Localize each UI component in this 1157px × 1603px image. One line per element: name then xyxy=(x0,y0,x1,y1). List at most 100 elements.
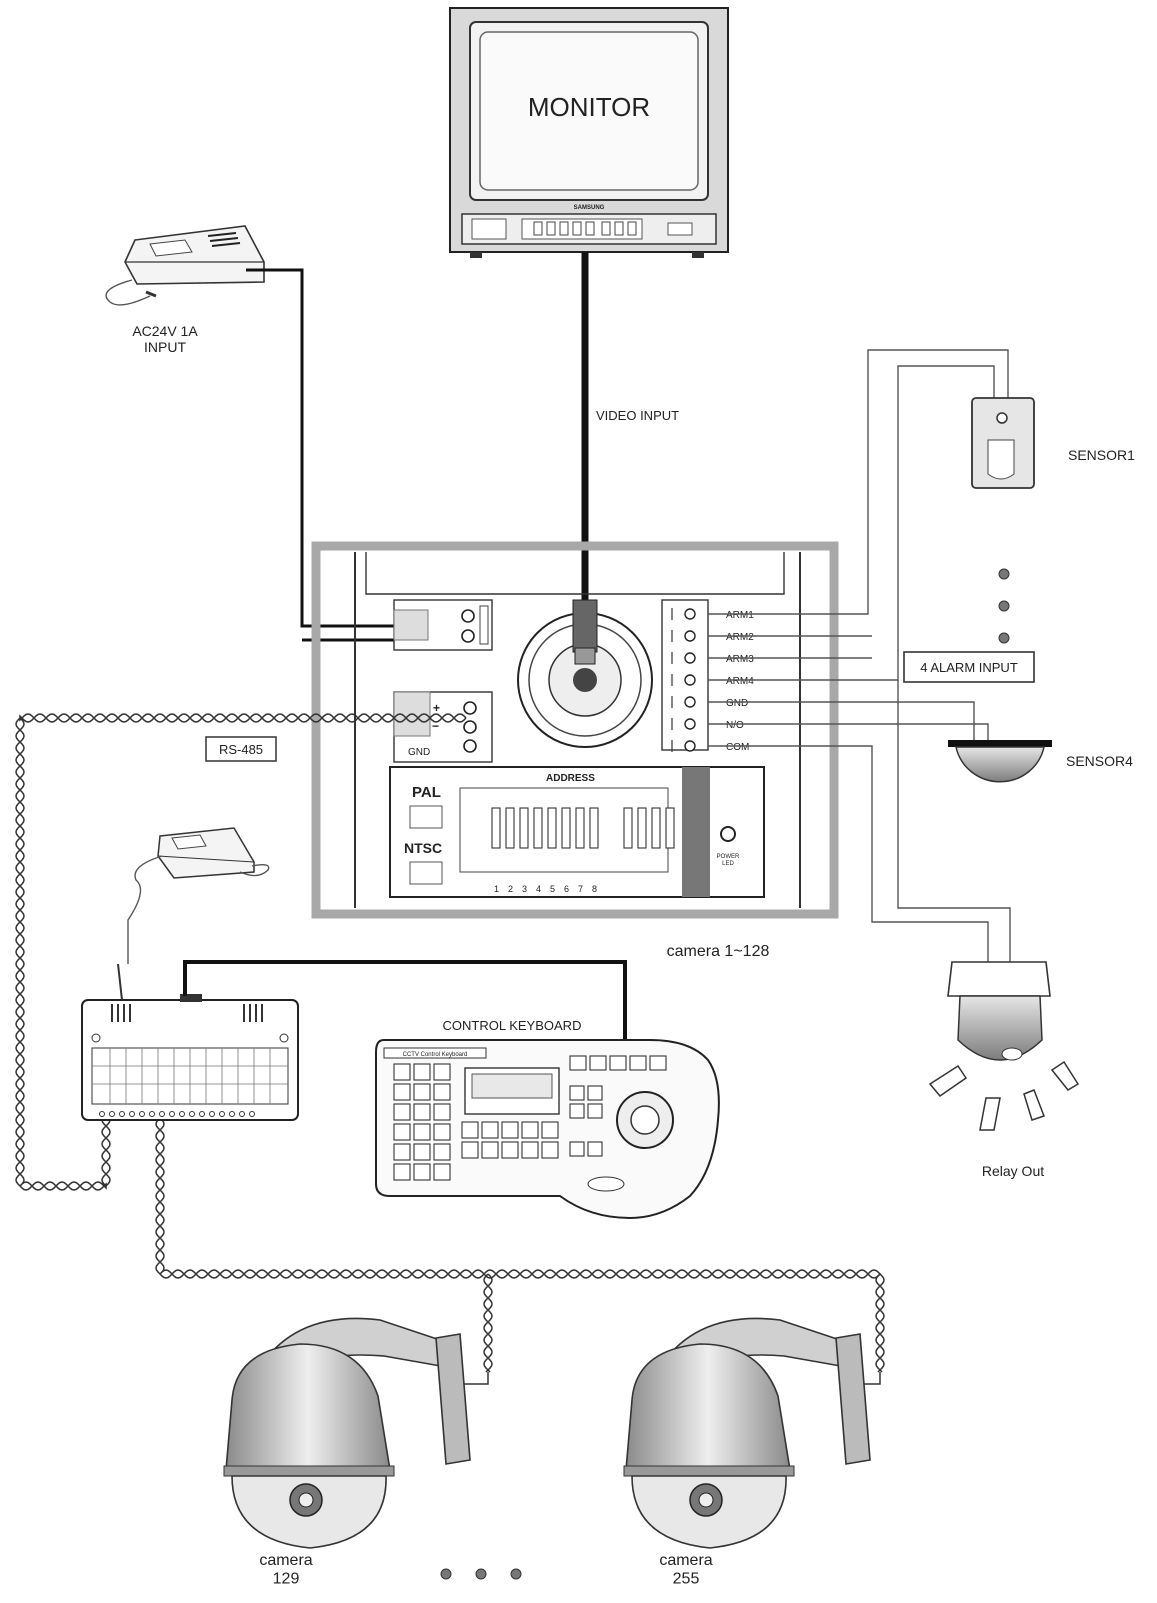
keyboard-key xyxy=(521,1141,539,1159)
keyboard-key xyxy=(433,1123,451,1141)
sensor4-label: SENSOR4 xyxy=(1066,753,1133,769)
power-adapter-2 xyxy=(117,827,270,1001)
svg-text:−: − xyxy=(432,719,439,733)
keyboard-key xyxy=(541,1141,559,1159)
pal-label: PAL xyxy=(412,784,441,801)
terminal-arm1: ARM1 xyxy=(726,610,754,621)
keyboard-cable xyxy=(183,960,627,1042)
svg-text:+: + xyxy=(433,701,440,715)
sensor1-label: SENSOR1 xyxy=(1068,447,1135,463)
power-cable xyxy=(246,268,466,628)
dip-num-8: 8 xyxy=(592,884,597,894)
monitor: MONITOR SAMSUNG xyxy=(449,7,729,258)
dip-num-6: 6 xyxy=(564,884,569,894)
keyboard-key xyxy=(413,1103,431,1121)
keyboard-key xyxy=(393,1163,411,1181)
dip-num-1: 1 xyxy=(494,884,499,894)
keyboard-key xyxy=(413,1143,431,1161)
dip-num-4: 4 xyxy=(536,884,541,894)
dip-num-3: 3 xyxy=(522,884,527,894)
monitor-brand: SAMSUNG xyxy=(574,205,605,211)
control-keyboard: CCTV Control Keyboard xyxy=(375,1039,720,1220)
keyboard-key xyxy=(461,1121,479,1139)
camera-lens-center xyxy=(298,1492,314,1508)
power-led xyxy=(720,826,736,842)
keyboard-key xyxy=(393,1123,411,1141)
video-input-label: VIDEO INPUT xyxy=(596,408,679,423)
terminal-gnd: GND xyxy=(726,698,748,709)
rs485-label: RS-485 xyxy=(219,742,263,757)
twisted-wire xyxy=(483,1273,493,1373)
keyboard-key xyxy=(461,1141,479,1159)
twisted-wire xyxy=(15,713,467,1191)
sensor1-device xyxy=(971,397,1035,489)
ntsc-label: NTSC xyxy=(404,840,442,856)
sensor4-device xyxy=(948,740,1052,783)
camera-mount xyxy=(835,1333,871,1465)
camera-range-label: camera 1~128 xyxy=(667,943,770,960)
keyboard-key xyxy=(589,1055,607,1071)
keyboard-key xyxy=(649,1055,667,1071)
keyboard-key xyxy=(569,1141,585,1157)
receiver-board: + − GND ARM1 ARM2 ARM3 ARM4 GND N/O xyxy=(311,541,839,919)
ellipsis-dots-cameras xyxy=(440,1568,522,1580)
dip-num-5: 5 xyxy=(550,884,555,894)
keyboard-key xyxy=(501,1121,519,1139)
keyboard-key xyxy=(433,1143,451,1161)
keyboard-key xyxy=(587,1103,603,1119)
keyboard-key xyxy=(413,1063,431,1081)
keyboard-key xyxy=(587,1085,603,1101)
keyboard-key xyxy=(413,1123,431,1141)
keyboard-key xyxy=(433,1103,451,1121)
gnd-label: GND xyxy=(408,747,430,758)
keyboard-key xyxy=(569,1085,585,1101)
ellipsis-dots-sensors xyxy=(998,568,1010,644)
terminal-com: COM xyxy=(726,742,749,753)
keyboard-key xyxy=(587,1141,603,1157)
label-line-2: INPUT xyxy=(144,339,186,355)
monitor-label: MONITOR xyxy=(528,92,650,122)
keyboard-key xyxy=(433,1063,451,1081)
twisted-wire xyxy=(483,1273,493,1373)
camera-129-text: camera xyxy=(259,1552,312,1569)
keyboard-key xyxy=(501,1141,519,1159)
camera-lens-center xyxy=(698,1492,714,1508)
keyboard-key xyxy=(393,1063,411,1081)
keyboard-key xyxy=(481,1141,499,1159)
camera-129-text-line-2: 129 xyxy=(273,1570,300,1587)
camera-housing xyxy=(625,1343,791,1471)
alarm-input-box xyxy=(903,651,1035,683)
terminal-arm3: ARM3 xyxy=(726,654,754,665)
keyboard-key xyxy=(433,1083,451,1101)
relay-out-label: Relay Out xyxy=(982,1163,1044,1179)
twisted-wire xyxy=(155,1117,885,1373)
camera-mount xyxy=(435,1333,471,1465)
keyboard-key xyxy=(413,1083,431,1101)
keyboard-key xyxy=(393,1143,411,1161)
ptz-camera-255 xyxy=(623,1317,871,1549)
camera-housing xyxy=(225,1343,391,1471)
keyboard-key xyxy=(413,1163,431,1181)
alarm-terminal-strip xyxy=(661,599,709,751)
keyboard-key xyxy=(629,1055,647,1071)
dip-num-2: 2 xyxy=(508,884,513,894)
address-label: ADDRESS xyxy=(546,773,595,784)
keyboard-key xyxy=(569,1103,585,1119)
keyboard-key xyxy=(393,1083,411,1101)
camera-ring xyxy=(623,1465,795,1477)
relay-out-light xyxy=(928,961,1080,1131)
control-keyboard-label: CONTROL KEYBOARD xyxy=(443,1018,582,1033)
terminal-arm2: ARM2 xyxy=(726,632,754,643)
controller-board xyxy=(81,994,299,1121)
camera-255-text-line-2: 255 xyxy=(673,1570,700,1587)
keyboard-key xyxy=(541,1121,559,1139)
keyboard-key xyxy=(569,1055,587,1071)
dip-num-7: 7 xyxy=(578,884,583,894)
keyboard-key xyxy=(609,1055,627,1071)
alarm-input-label: 4 ALARM INPUT xyxy=(920,660,1018,675)
terminal-arm4: ARM4 xyxy=(726,676,754,687)
